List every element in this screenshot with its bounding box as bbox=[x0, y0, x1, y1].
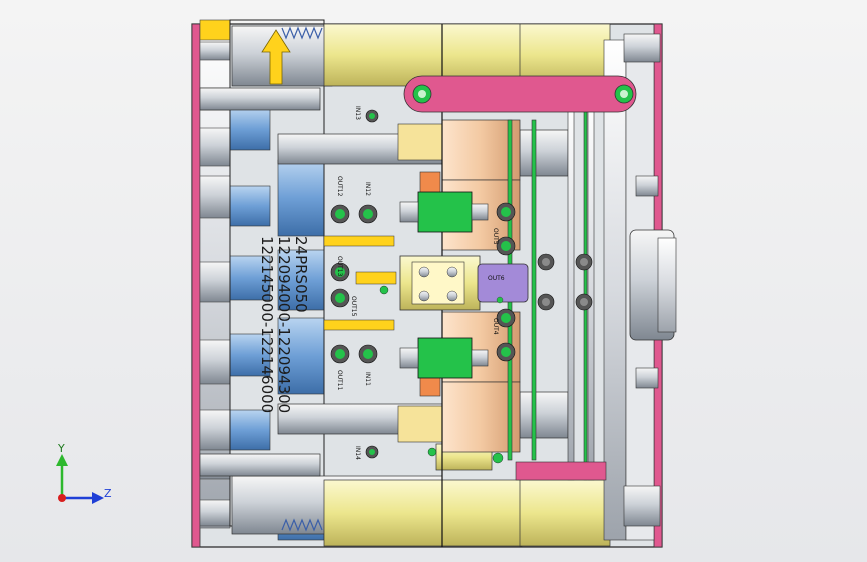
part-number-text: 24PRS050 bbox=[292, 236, 310, 313]
center-die-block bbox=[399, 255, 529, 311]
springs bbox=[281, 26, 323, 532]
pin-label-right-upper: OUT5 bbox=[492, 228, 499, 245]
connector-nuts bbox=[330, 109, 593, 464]
pink-lower-strip bbox=[515, 461, 607, 481]
pin-label-left-lower: OUT11 bbox=[336, 370, 343, 391]
pin-label-left-upper: OUT12 bbox=[336, 176, 343, 197]
pin-label-left-mid-lower: OUT15 bbox=[350, 296, 357, 317]
pin-label-center-lower: IN11 bbox=[364, 372, 371, 386]
pin-label-left-mid-upper: OUT13 bbox=[336, 256, 343, 277]
yellow-tabs bbox=[323, 235, 397, 331]
pin-labels: OUT12 OUT13 OUT15 OUT11 IN12 IN11 OUT5 O… bbox=[336, 106, 505, 460]
pin-label-center-block: OUT6 bbox=[488, 275, 505, 282]
code-line-1-text: 122094000-122094300 bbox=[275, 236, 293, 413]
z-axis-label: Z bbox=[104, 487, 112, 500]
green-actuators bbox=[399, 171, 489, 397]
code-line-2-text: 122145000-122146000 bbox=[258, 236, 276, 413]
right-boss bbox=[623, 33, 677, 527]
pin-label-center-upper: IN12 bbox=[364, 182, 371, 196]
pin-label-right-lower: OUT4 bbox=[492, 318, 499, 335]
direction-arrow-icon bbox=[261, 29, 291, 85]
triad-origin-icon bbox=[58, 494, 66, 502]
cream-blocks bbox=[323, 23, 611, 547]
pink-link-bar bbox=[403, 75, 637, 113]
engraved-text: 24PRS050 122094000-122094300 122145000-1… bbox=[258, 236, 310, 413]
y-axis-label: Y bbox=[57, 442, 65, 455]
pin-label-bottom-marker: IN14 bbox=[354, 446, 361, 460]
pin-label-top-marker: IN13 bbox=[354, 106, 361, 120]
coordinate-triad: Y Z bbox=[56, 442, 112, 504]
